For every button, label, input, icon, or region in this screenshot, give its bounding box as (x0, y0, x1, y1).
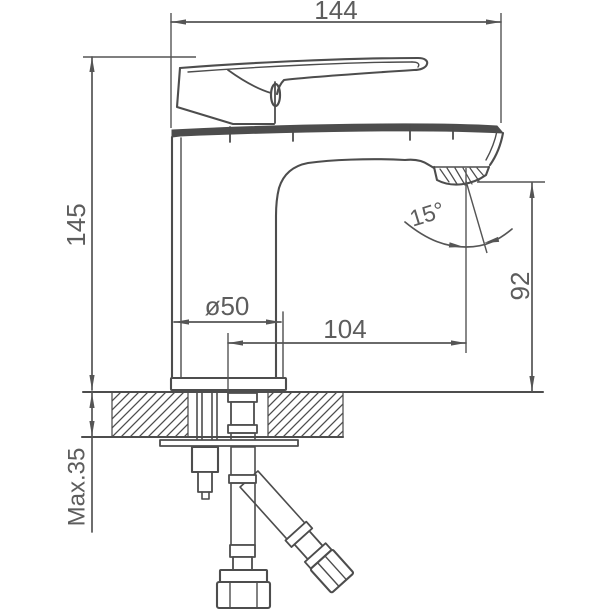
dim-total-width-label: 144 (314, 0, 357, 25)
dim-max-deck-thickness-label: Max.35 (64, 448, 91, 527)
dim-outlet-angle: 15° (404, 168, 513, 353)
spout-underside (274, 158, 436, 380)
spout-front-face (488, 131, 505, 167)
countertop-hatch-right (268, 392, 343, 437)
stud-tip (201, 491, 210, 500)
countertop-edges (111, 391, 344, 438)
aerator-hatch (439, 167, 485, 186)
faucet-handle (175, 56, 429, 126)
handle-lever-outline (178, 56, 429, 96)
dim-outlet-angle-label: 15° (407, 196, 448, 231)
vertical-hose-band (228, 474, 257, 484)
vertical-hose-crimp (229, 544, 256, 558)
vertical-hose-neck (232, 556, 253, 571)
dim-spout-reach-label: 104 (323, 314, 366, 344)
countertop-hatch-left (112, 392, 188, 437)
diagonal-hose-hex-nut (309, 548, 355, 594)
backing-plate (159, 439, 299, 447)
hose-socket-body (230, 401, 255, 426)
dim-spout-reach: 104 (227, 314, 467, 392)
faucet-body-spout (170, 123, 505, 380)
spout-front-inner (485, 130, 498, 161)
handle-dome-curve (227, 69, 272, 94)
hose-socket-cap (227, 392, 258, 403)
countertop-section (80, 391, 345, 439)
handle-base-outline (175, 66, 276, 126)
aerator (432, 165, 491, 186)
handle-tip-inner (411, 61, 420, 68)
vertical-hose-braid-lower (230, 482, 256, 546)
stud-rod (197, 471, 213, 493)
stud-nut (190, 445, 220, 474)
supply-hose-vertical (215, 392, 272, 610)
dim-total-height-label: 145 (61, 203, 91, 246)
handle-pivot-oval (269, 82, 282, 108)
deck-ticks (229, 124, 454, 143)
supply-hose-diagonal (239, 470, 355, 594)
vertical-hose-hex-nut (215, 580, 272, 610)
dim-outlet-height: 92 (477, 181, 545, 392)
dim-base-diameter: ø50 (173, 291, 282, 325)
vertical-hose-braid-upper (230, 446, 256, 476)
dim-total-height: 145 (61, 56, 196, 391)
dim-base-diameter-label: ø50 (205, 291, 250, 321)
handle-lever-inner-line (187, 61, 413, 73)
dim-outlet-height-label: 92 (505, 272, 535, 301)
dim-max-deck-thickness: Max.35 (64, 391, 95, 533)
hose-socket-band (227, 424, 258, 434)
mounting-stud (190, 391, 220, 500)
dim-total-width: 144 (170, 0, 502, 128)
vertical-hose-collar (218, 568, 269, 584)
